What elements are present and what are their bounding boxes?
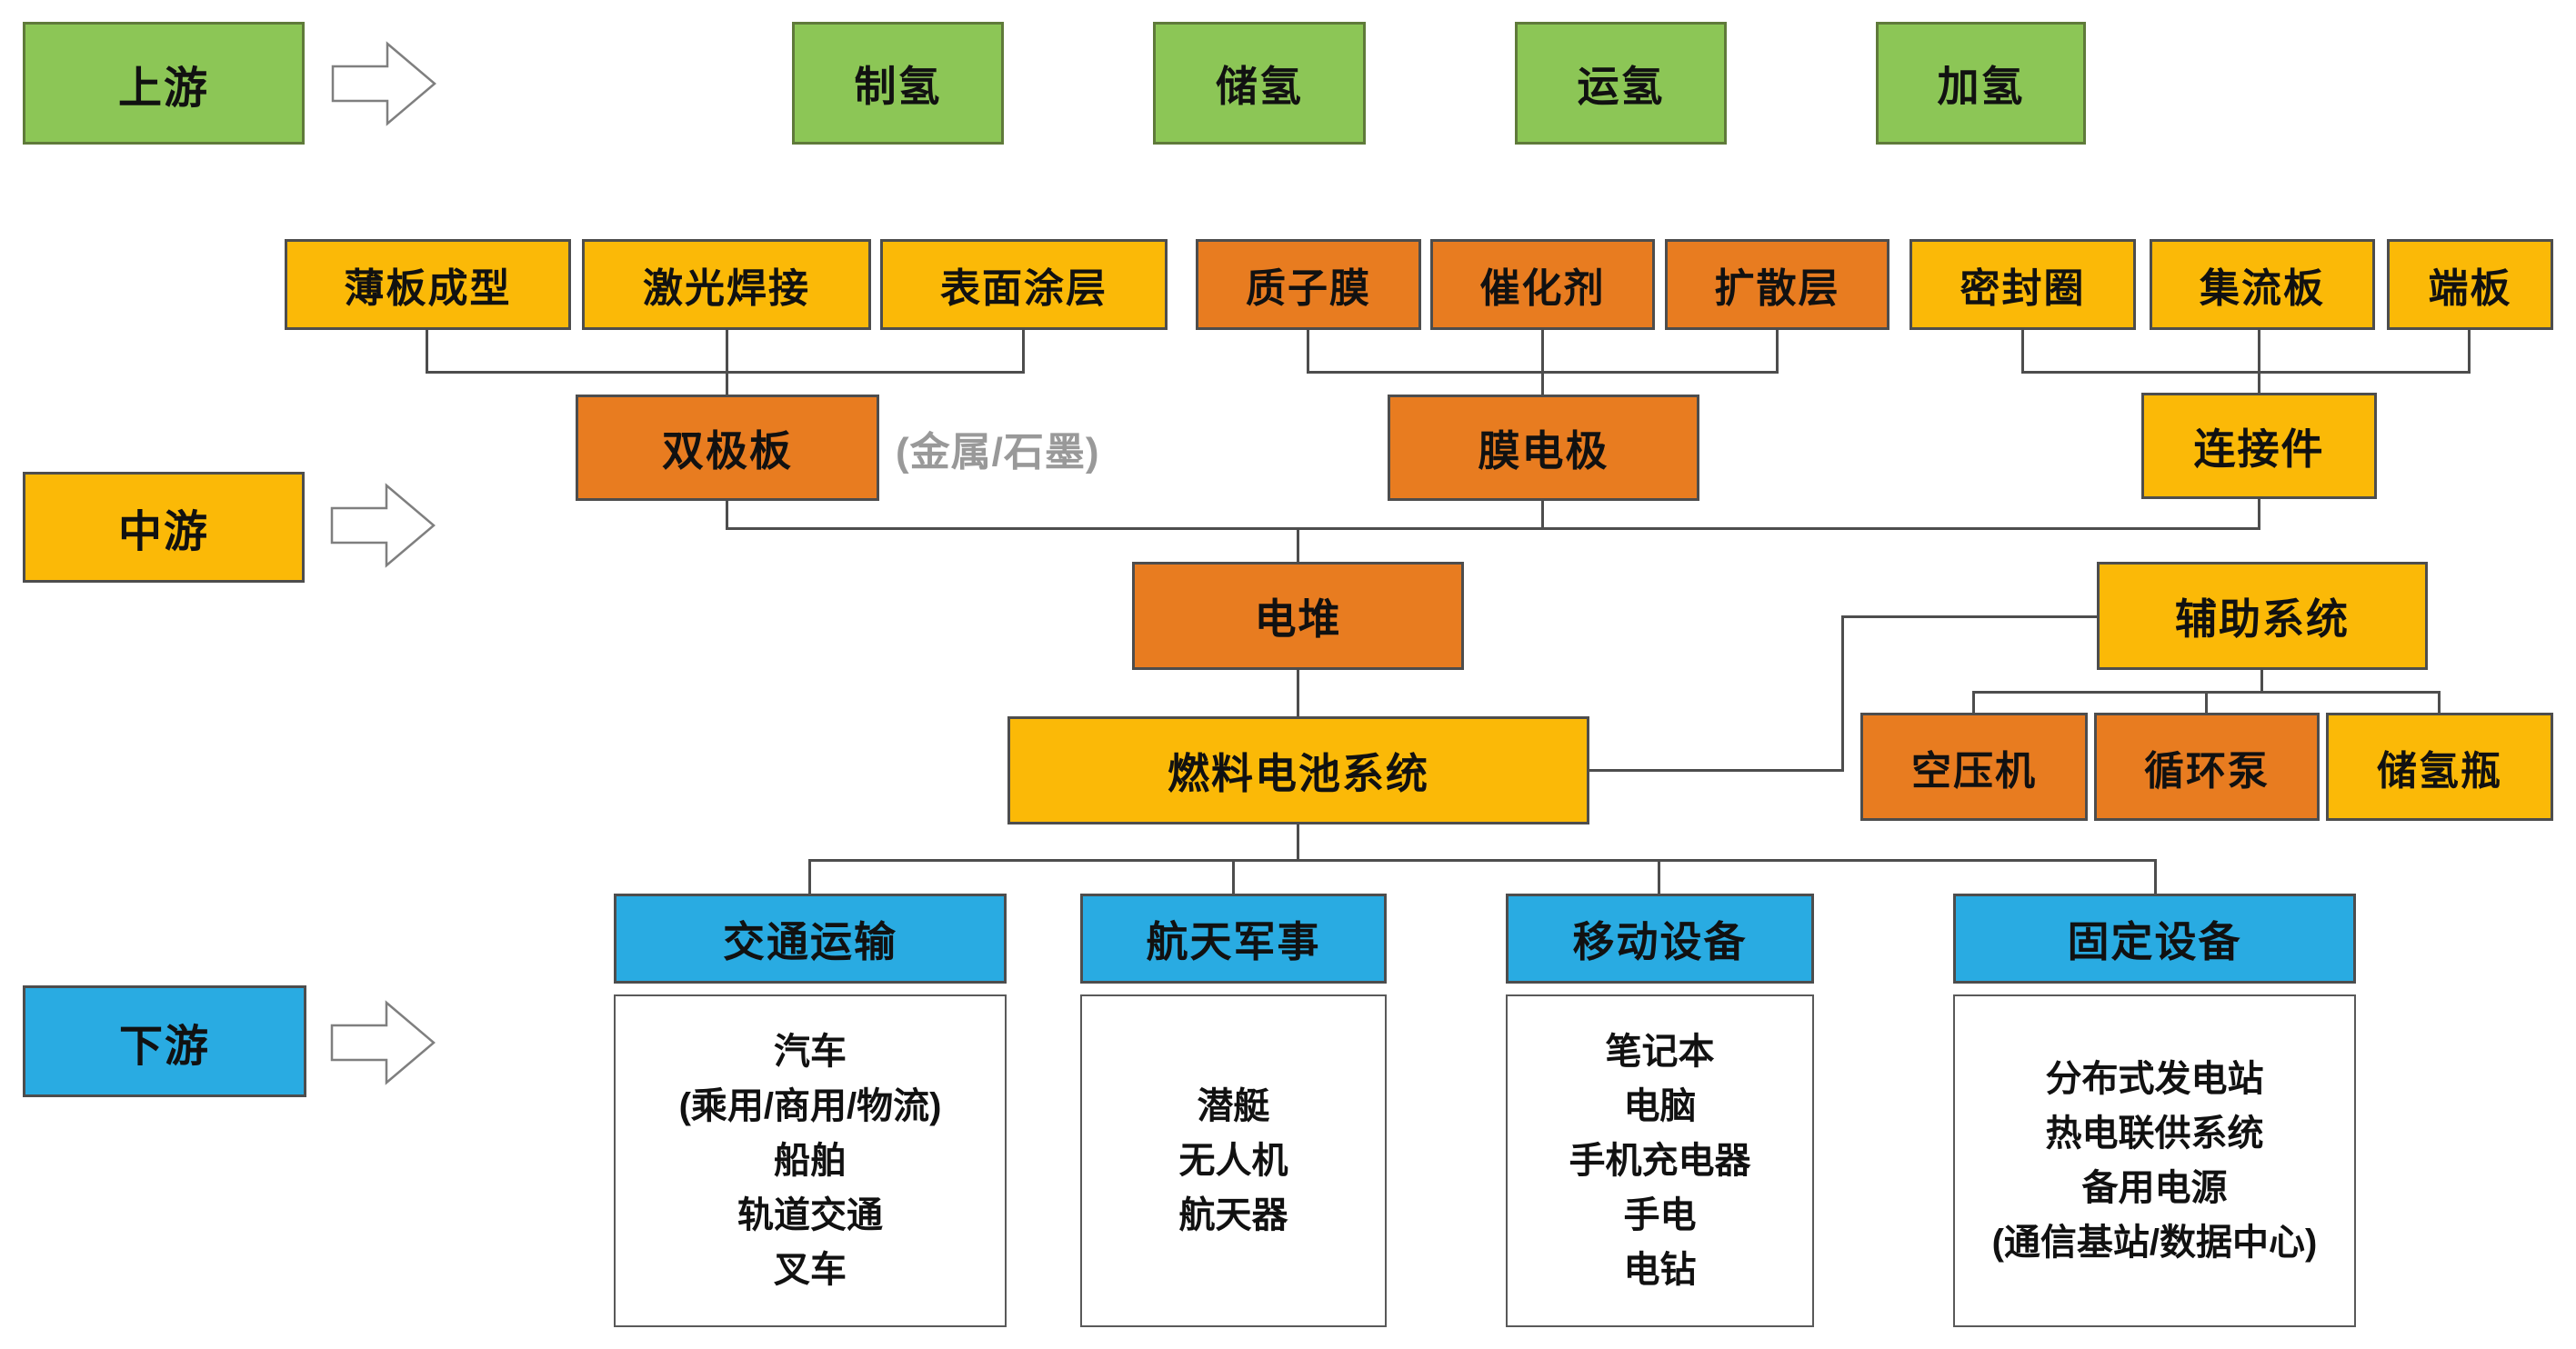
connector-line <box>2258 497 2260 530</box>
stage-midstream: 中游 <box>23 472 305 583</box>
node-current-collector: 集流板 <box>2150 239 2375 330</box>
connector-line <box>726 330 728 395</box>
connector-line <box>426 371 1025 374</box>
node-bipolar-plate: 双极板 <box>576 395 879 501</box>
app-stationary-equipment-list: 分布式发电站 热电联供系统 备用电源 (通信基站/数据中心) <box>1953 994 2356 1327</box>
connector-line <box>1841 615 2097 618</box>
connector-line <box>1297 527 1299 562</box>
flow-arrow-icon <box>331 41 436 126</box>
connector-line <box>2438 691 2441 713</box>
connector-line <box>1972 691 1975 713</box>
app-items-text: 分布式发电站 热电联供系统 备用电源 (通信基站/数据中心) <box>1991 1059 2318 1263</box>
node-hydrogen-tank: 储氢瓶 <box>2326 713 2553 821</box>
node-proton-membrane: 质子膜 <box>1196 239 1421 330</box>
connector-line <box>1297 670 1299 716</box>
connector-line <box>1589 769 1844 772</box>
connector-line <box>426 330 428 374</box>
connector-line <box>1022 330 1025 374</box>
node-hydrogen-production: 制氢 <box>792 22 1004 145</box>
node-connector-part: 连接件 <box>2141 393 2377 499</box>
app-aerospace-military-list: 潜艇 无人机 航天器 <box>1080 994 1387 1327</box>
connector-line <box>808 859 811 894</box>
connector-line <box>1307 330 1309 374</box>
connector-line <box>1541 330 1544 395</box>
node-air-compressor: 空压机 <box>1860 713 2088 821</box>
app-aerospace-military-header: 航天军事 <box>1080 894 1387 984</box>
connector-line <box>2205 691 2208 713</box>
node-diffusion-layer: 扩散层 <box>1665 239 1889 330</box>
connector-line <box>1297 824 1299 862</box>
connector-line <box>2468 330 2471 374</box>
node-end-plate: 端板 <box>2387 239 2553 330</box>
connector-line <box>726 499 728 530</box>
app-items-text: 汽车 (乘用/商用/物流) 船舶 轨道交通 叉车 <box>678 1032 942 1290</box>
connector-line <box>1232 859 1235 894</box>
bipolar-plate-note: (金属/石墨) <box>896 429 1100 475</box>
connector-line <box>1841 615 1844 772</box>
connector-line <box>2154 859 2157 894</box>
stage-downstream: 下游 <box>23 985 306 1097</box>
flow-arrow-icon <box>330 483 436 568</box>
node-laser-welding: 激光焊接 <box>582 239 871 330</box>
app-mobile-devices-list: 笔记本 电脑 手机充电器 手电 电钻 <box>1506 994 1814 1327</box>
node-seal-ring: 密封圈 <box>1909 239 2136 330</box>
connector-line <box>808 859 2157 862</box>
connector-line <box>726 527 2260 530</box>
connector-line <box>2258 330 2260 393</box>
node-hydrogen-transport: 运氢 <box>1515 22 1727 145</box>
app-stationary-equipment-header: 固定设备 <box>1953 894 2356 984</box>
connector-line <box>1541 499 1544 530</box>
stage-upstream: 上游 <box>23 22 305 145</box>
connector-line <box>1307 371 1779 374</box>
connector-line <box>1658 859 1660 894</box>
app-transportation-header: 交通运输 <box>614 894 1007 984</box>
node-hydrogen-storage: 储氢 <box>1153 22 1366 145</box>
node-circulation-pump: 循环泵 <box>2094 713 2320 821</box>
app-items-text: 潜艇 无人机 航天器 <box>1178 1086 1288 1235</box>
connector-line <box>2260 670 2263 694</box>
connector-line <box>2021 371 2471 374</box>
node-auxiliary-system: 辅助系统 <box>2097 562 2428 670</box>
node-mea: 膜电极 <box>1388 395 1699 501</box>
connector-line <box>2021 330 2024 374</box>
connector-line <box>1776 330 1779 374</box>
node-stack: 电堆 <box>1132 562 1464 670</box>
app-mobile-devices-header: 移动设备 <box>1506 894 1814 984</box>
node-surface-coating: 表面涂层 <box>880 239 1168 330</box>
node-sheet-forming: 薄板成型 <box>285 239 571 330</box>
node-fuel-cell-system: 燃料电池系统 <box>1007 716 1589 824</box>
app-transportation-list: 汽车 (乘用/商用/物流) 船舶 轨道交通 叉车 <box>614 994 1007 1327</box>
flow-arrow-icon <box>330 1000 436 1085</box>
node-hydrogen-refueling: 加氢 <box>1876 22 2086 145</box>
node-catalyst: 催化剂 <box>1430 239 1655 330</box>
app-items-text: 笔记本 电脑 手机充电器 手电 电钻 <box>1569 1032 1751 1290</box>
